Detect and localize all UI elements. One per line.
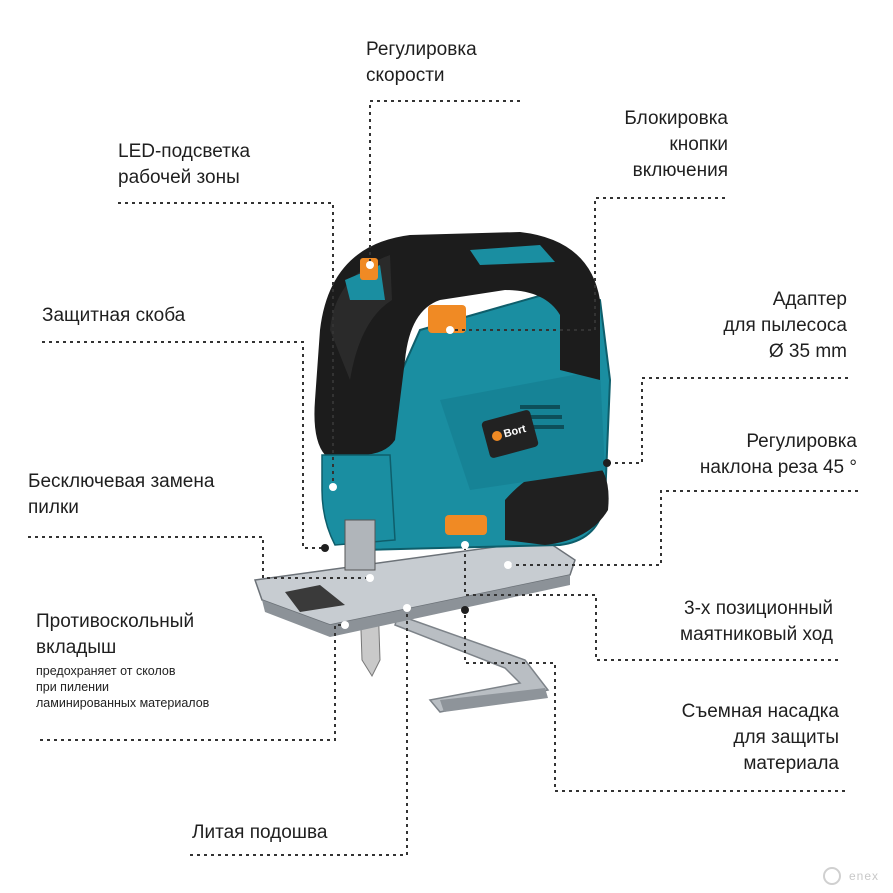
shoe-cover-accessory bbox=[394, 614, 550, 713]
label-antisplinter-note: предохраняет от сколов при пилении ламин… bbox=[36, 664, 210, 710]
watermark-icon bbox=[823, 867, 841, 885]
label-led: LED-подсветка рабочей зоны bbox=[118, 141, 251, 188]
label-antisplinter: Противоскольный вкладыш bbox=[36, 611, 195, 658]
label-adapter: Адаптер для пылесоса Ø 35 mm bbox=[723, 289, 847, 362]
label-bevel: Регулировка наклона реза 45 ° bbox=[699, 431, 857, 478]
lock-button bbox=[428, 305, 466, 333]
label-guard: Защитная скоба bbox=[42, 305, 186, 326]
pendulum-lever bbox=[445, 515, 487, 535]
label-speed: Регулировка скорости bbox=[366, 39, 477, 86]
label-keyless: Бесключевая замена пилки bbox=[28, 471, 215, 518]
label-pendulum: 3-х позиционный маятниковый ход bbox=[680, 598, 833, 645]
handle bbox=[314, 232, 600, 455]
label-lock: Блокировка кнопки включения bbox=[624, 108, 728, 181]
blade-clamp bbox=[344, 519, 376, 571]
brand-text: Bort bbox=[502, 423, 527, 441]
watermark: enex bbox=[848, 869, 879, 883]
label-base: Литая подошва bbox=[192, 822, 328, 843]
label-shoe-cover: Съемная насадка для защиты материала bbox=[681, 701, 839, 774]
brand-badge: Bort bbox=[481, 410, 539, 458]
